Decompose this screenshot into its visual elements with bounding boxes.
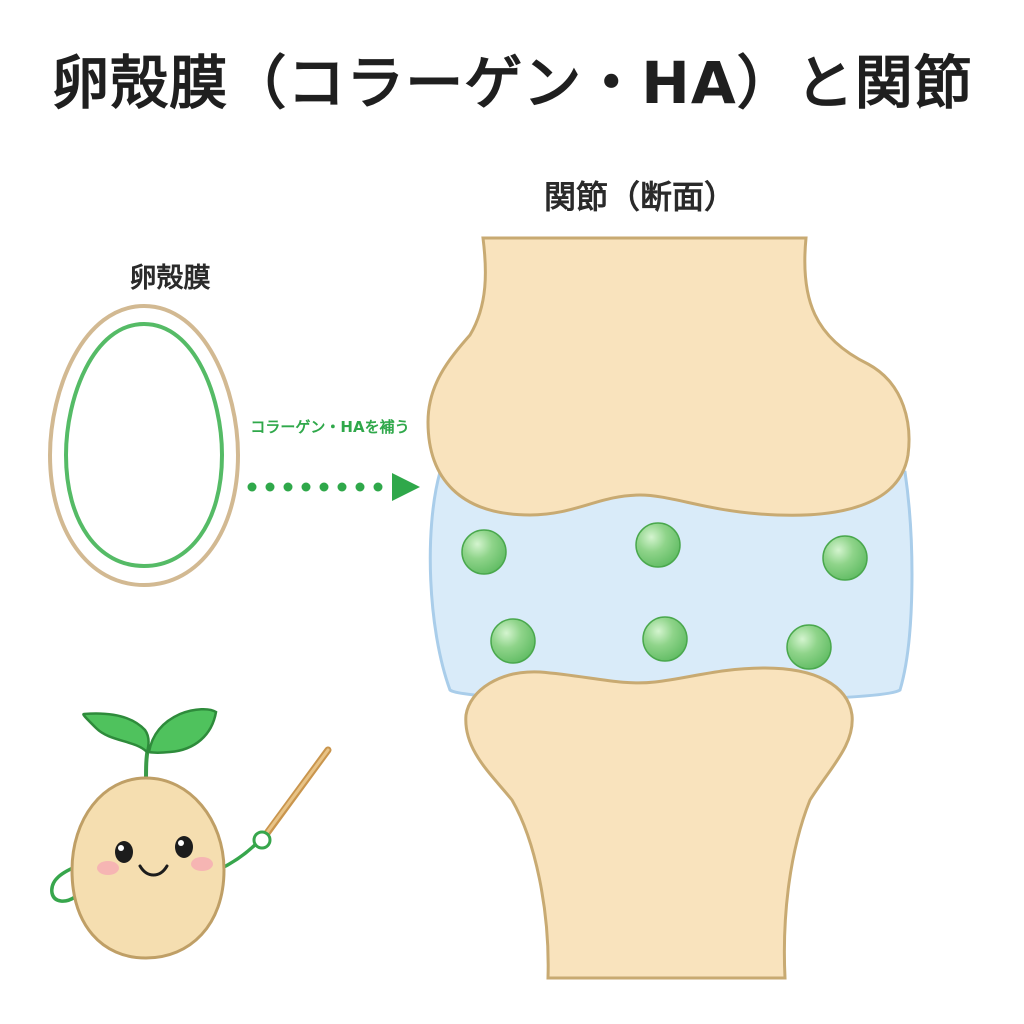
mascot-hand [252, 830, 272, 850]
arrow-dot [355, 482, 365, 492]
arrow-dot [301, 482, 311, 492]
arrow-dot [283, 482, 293, 492]
particle [461, 529, 507, 575]
egg-inner-membrane [63, 321, 225, 569]
joint-label: 関節（断面） [543, 178, 736, 216]
mascot-body [70, 776, 226, 960]
mascot-left-eye-shine [118, 845, 124, 851]
arrow-head [392, 473, 420, 501]
mascot-right-cheek [191, 857, 213, 871]
lower-bone [464, 666, 854, 980]
joint-diagram [426, 236, 914, 980]
arrow-dot [337, 482, 347, 492]
eggshell-membrane [47, 303, 241, 588]
mascot-left-cheek [97, 861, 119, 875]
arrow-dot [373, 482, 383, 492]
mascot-right-eye-shine [178, 840, 184, 846]
arrow-dot [265, 482, 275, 492]
particle [635, 522, 681, 568]
seedling-mascot [50, 708, 332, 960]
arrow-caption: コラーゲン・HAを補う [250, 418, 410, 436]
eggshell-membrane-label: 卵殻膜 [129, 263, 211, 294]
supply-arrow [247, 473, 420, 501]
mascot-right-eye [175, 836, 193, 858]
mascot-smile [138, 864, 169, 877]
particle [786, 624, 832, 670]
pointer-stick-highlight [261, 748, 330, 840]
arrow-dot [247, 482, 257, 492]
particle [642, 616, 688, 662]
particle [490, 618, 536, 664]
particle-group [461, 522, 868, 670]
right-leaf [147, 708, 218, 754]
arrow-dot [319, 482, 329, 492]
left-leaf [82, 712, 150, 755]
upper-bone [426, 236, 911, 517]
particle [822, 535, 868, 581]
mascot-left-eye [115, 841, 133, 863]
page-title: 卵殻膜（コラーゲン・HA）と関節 [51, 49, 973, 117]
mascot-left-arm [50, 863, 82, 903]
